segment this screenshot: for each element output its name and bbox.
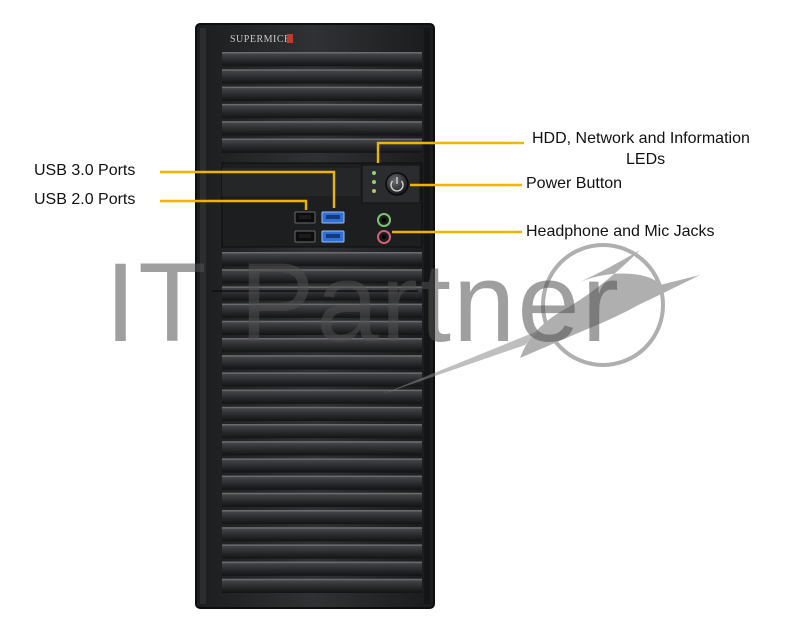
vent-slat-highlight	[222, 86, 422, 89]
vent-slat	[222, 458, 422, 473]
vent-slat-highlight	[222, 527, 422, 529]
vent-slat	[222, 269, 422, 284]
upper-drive-bay-vents	[222, 52, 422, 153]
vent-slat	[222, 372, 422, 387]
vent-slat-highlight	[222, 458, 422, 460]
vent-slat-highlight	[222, 52, 422, 54]
svg-text:SUPERMICR: SUPERMICR	[230, 34, 291, 45]
usb3-port-top[interactable]	[321, 211, 345, 224]
label-usb2-ports: USB 2.0 Ports	[34, 191, 136, 208]
vent-slat	[222, 252, 422, 267]
vent-slat	[222, 69, 422, 84]
vent-slat	[222, 424, 422, 439]
vent-slat-highlight	[222, 138, 422, 140]
vent-slat-highlight	[222, 406, 422, 409]
watermark-logo	[380, 243, 700, 395]
brand-logo: SUPERMICR	[230, 34, 293, 45]
callout-lines	[160, 141, 524, 234]
vent-slat	[222, 510, 422, 525]
lower-front-vents	[222, 252, 422, 593]
label-leds-line2: LEDs	[626, 151, 666, 168]
vent-slat-highlight	[222, 269, 422, 271]
usb3-port-bottom[interactable]	[321, 230, 345, 243]
power-button[interactable]	[385, 172, 409, 196]
vent-slat-highlight	[222, 338, 422, 340]
vent-slat-highlight	[222, 69, 422, 71]
vent-slat-highlight	[222, 492, 422, 495]
vent-slat-highlight	[222, 286, 422, 288]
vent-slat	[222, 441, 422, 456]
vent-slat	[222, 578, 422, 593]
vent-slat-highlight	[222, 475, 422, 478]
label-hdd-network-leds: HDD, Network and Information	[532, 130, 750, 147]
vent-slat	[222, 406, 422, 421]
vent-slat-highlight	[222, 578, 422, 581]
vent-slat-highlight	[222, 252, 422, 254]
vent-slat	[222, 389, 422, 404]
vent-slat	[222, 355, 422, 370]
led-indicators	[372, 171, 376, 193]
mic-jack[interactable]	[377, 230, 391, 244]
callout-line-usb3	[160, 170, 336, 208]
vent-slat-highlight	[222, 121, 422, 123]
vent-slat-highlight	[222, 355, 422, 357]
vent-slat	[222, 286, 422, 301]
usb2-port-top[interactable]	[294, 211, 316, 224]
callout-line-leds	[376, 141, 524, 163]
vent-slat	[222, 475, 422, 490]
label-power-button: Power Button	[526, 175, 623, 192]
vent-slat	[222, 52, 422, 67]
vent-slat-highlight	[222, 441, 422, 443]
vent-slat-highlight	[222, 544, 422, 546]
callout-line-usb2	[160, 199, 308, 210]
power-icon	[390, 177, 404, 192]
vent-slat-highlight	[222, 389, 422, 392]
vent-slat-highlight	[222, 510, 422, 512]
vent-slat-highlight	[222, 320, 422, 323]
vent-slat	[222, 338, 422, 353]
usb2-port-bottom[interactable]	[294, 230, 316, 243]
vent-slat-highlight	[222, 303, 422, 306]
vent-slat-highlight	[222, 372, 422, 374]
vent-slat	[222, 138, 422, 153]
vent-slat	[222, 527, 422, 542]
headphone-jack[interactable]	[377, 213, 391, 227]
label-headphone-mic: Headphone and Mic Jacks	[526, 223, 715, 240]
vent-slat-highlight	[222, 103, 422, 106]
vent-slat	[222, 103, 422, 119]
vent-slat	[222, 320, 422, 335]
vent-slat	[222, 121, 422, 136]
vent-slat	[222, 561, 422, 576]
vent-slat-highlight	[222, 561, 422, 564]
vent-slat	[222, 86, 422, 101]
label-usb3-ports: USB 3.0 Ports	[34, 162, 136, 179]
vent-slat	[222, 492, 422, 507]
vent-slat	[222, 303, 422, 318]
vent-slat-highlight	[222, 424, 422, 426]
vent-slat	[222, 544, 422, 559]
front-io-panel	[221, 162, 423, 248]
